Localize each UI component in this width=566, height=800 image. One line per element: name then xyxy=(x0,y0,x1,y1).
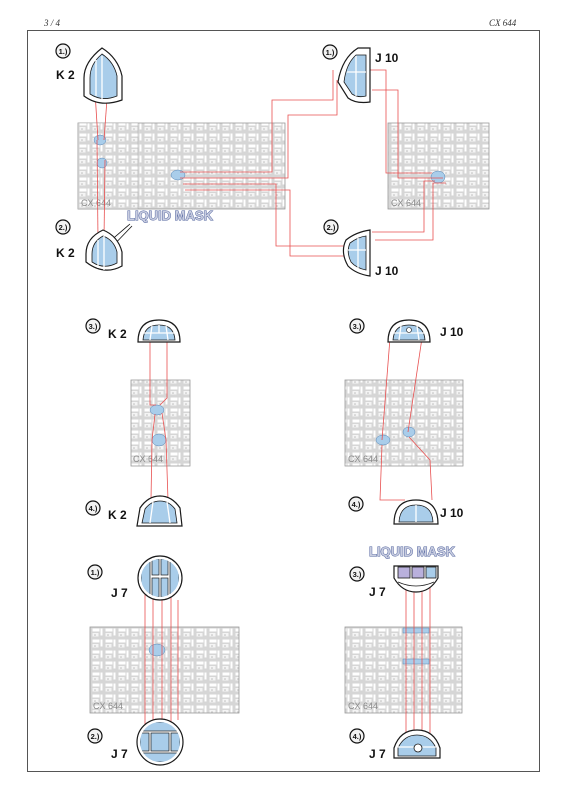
mask-k2-step3 xyxy=(137,319,181,343)
highlighted-mask-pieces xyxy=(93,134,446,665)
label-k2-1: K 2 xyxy=(56,68,75,82)
fret-code-j7-right: CX 644 xyxy=(348,701,378,711)
mask-j10-step4 xyxy=(393,499,439,525)
fret-k2-top: CX 644 xyxy=(77,122,286,210)
step-badge-j7-1: 1.) xyxy=(87,564,103,580)
mask-j7-step4 xyxy=(393,729,441,759)
fret-j10-mid: CX 644 xyxy=(344,379,464,467)
step-badge-j7-2: 2.) xyxy=(87,728,103,744)
svg-text:4.): 4.) xyxy=(353,732,362,741)
label-j7-4: J 7 xyxy=(369,747,386,761)
step-badge-k2-1: 1.) xyxy=(55,43,71,59)
svg-text:3.): 3.) xyxy=(353,322,362,331)
fret-j10-top: CX 644 xyxy=(387,122,490,210)
liquid-mask-label-top: LIQUID MASK xyxy=(127,208,214,223)
fret-code-k2-mid: CX 644 xyxy=(133,454,163,464)
fret-j7-left: CX 644 xyxy=(89,626,240,714)
step-badge-k2-3: 3.) xyxy=(85,318,101,334)
step-badge-j7-4: 4.) xyxy=(349,728,365,744)
step-badge-j10-3: 3.) xyxy=(349,318,365,334)
page-frame xyxy=(27,30,540,772)
label-j10-2: J 10 xyxy=(375,264,399,278)
label-j10-4: J 10 xyxy=(440,506,464,520)
label-k2-2: K 2 xyxy=(56,246,75,260)
mask-k2-step1 xyxy=(83,47,123,104)
svg-text:4.): 4.) xyxy=(89,504,98,513)
step-badge-k2-4: 4.) xyxy=(85,500,101,516)
mask-j10-step3 xyxy=(387,319,431,343)
fret-code-j10-top: CX 644 xyxy=(391,198,421,208)
label-j7-1: J 7 xyxy=(111,586,128,600)
label-j10-1: J 10 xyxy=(375,51,399,65)
part-labels: K 2 K 2 J 10 J 10 K 2 J 10 K 2 J 10 J 7 … xyxy=(56,51,464,761)
svg-text:2.): 2.) xyxy=(91,732,100,741)
svg-text:2.): 2.) xyxy=(327,223,336,232)
fret-code-j7-left: CX 644 xyxy=(93,701,123,711)
mask-k2-step4 xyxy=(136,495,183,527)
page-number: 3 / 4 xyxy=(44,18,61,28)
step-badge-k2-2: 2.) xyxy=(55,219,71,235)
fret-j7-right: CX 644 xyxy=(344,626,463,714)
mask-j10-step2 xyxy=(342,229,371,277)
product-code: CX 644 xyxy=(489,18,517,28)
svg-text:3.): 3.) xyxy=(353,570,362,579)
step-badge-j10-4: 4.) xyxy=(348,496,364,512)
label-j7-3: J 7 xyxy=(369,585,386,599)
svg-text:2.): 2.) xyxy=(59,223,68,232)
label-k2-4: K 2 xyxy=(108,508,127,522)
mask-j7-step3 xyxy=(393,565,439,593)
label-j7-2: J 7 xyxy=(111,747,128,761)
svg-text:3.): 3.) xyxy=(89,322,98,331)
mask-j7-step2 xyxy=(136,718,184,766)
step-badges: 1.) 2.) 1.) 2.) 3.) 3.) 4.) 4.) 1.) 2.) … xyxy=(55,43,365,744)
step-badge-j7-3: 3.) xyxy=(349,566,365,582)
step-badge-j10-2: 2.) xyxy=(323,219,339,235)
mask-j7-step1 xyxy=(137,555,183,601)
svg-text:1.): 1.) xyxy=(91,568,100,577)
mask-j10-step1 xyxy=(337,47,371,104)
svg-text:1.): 1.) xyxy=(326,48,335,57)
step-badge-j10-1: 1.) xyxy=(322,44,338,60)
liquid-mask-label-bottom: LIQUID MASK xyxy=(369,544,456,559)
fret-code-k2-top: CX 644 xyxy=(81,198,111,208)
fret-code-j10-mid: CX 644 xyxy=(348,454,378,464)
svg-text:1.): 1.) xyxy=(59,47,68,56)
fret-k2-mid: CX 644 xyxy=(130,379,191,467)
label-j10-3: J 10 xyxy=(440,325,464,339)
label-k2-3: K 2 xyxy=(108,327,127,341)
mask-k2-step2 xyxy=(85,229,123,271)
svg-text:4.): 4.) xyxy=(352,500,361,509)
